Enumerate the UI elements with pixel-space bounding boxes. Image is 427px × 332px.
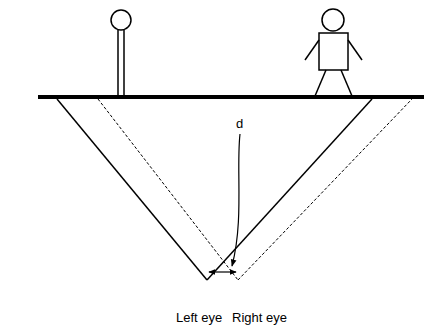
separation-arrow: [209, 271, 236, 272]
right-eye-view: [98, 99, 412, 280]
person-figure: [305, 9, 362, 96]
ground-line: [38, 95, 424, 99]
lamp-post: [111, 10, 131, 96]
dimension-label: d: [236, 116, 243, 131]
leader-line: [232, 134, 240, 266]
eye-label: Right eye: [232, 310, 287, 325]
eye-label: Left eye: [176, 310, 222, 325]
